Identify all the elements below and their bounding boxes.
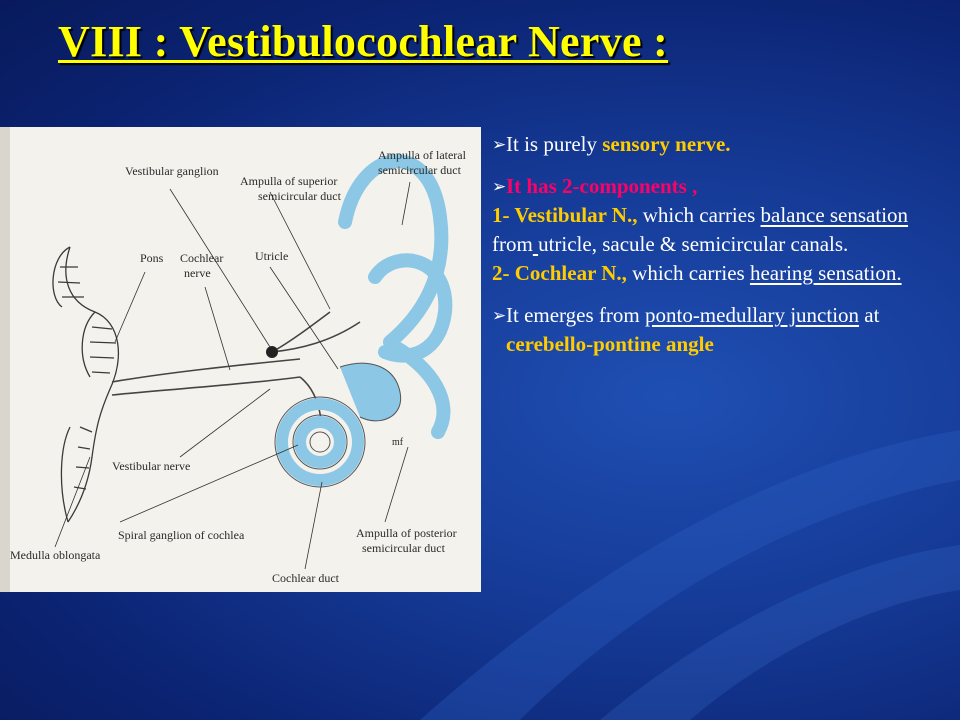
highlight-sensory: sensory nerve.	[602, 132, 730, 156]
scan-edge	[0, 127, 10, 592]
bullet-emerges: ➢It emerges from ponto-medullary junctio…	[492, 301, 952, 359]
arrow-bullet-icon: ➢	[492, 130, 506, 159]
ponto-medullary-junction: ponto-medullary junction	[645, 303, 859, 327]
label-ampulla-superior-2: semicircular duct	[258, 189, 342, 203]
hearing-sensation: hearing sensation.	[750, 261, 902, 285]
slide-title: VIII : Vestibulocochlear Nerve :	[58, 16, 668, 67]
vestibular-end: utricle, sacule & semicircular canals.	[538, 232, 848, 256]
emerges-text: It emerges from	[506, 303, 645, 327]
label-cochlear-duct: Cochlear duct	[272, 571, 340, 585]
arrow-bullet-icon: ➢	[492, 301, 506, 330]
components-heading-line: ➢It has 2-components ,	[492, 172, 952, 201]
bullet-text: It is purely	[506, 132, 602, 156]
vestibular-text: which carries	[637, 203, 760, 227]
label-vestibular-nerve: Vestibular nerve	[112, 459, 190, 473]
bullet-list: ➢It is purely sensory nerve. ➢It has 2-c…	[492, 130, 952, 372]
vestibular-ganglion-dot	[266, 346, 278, 358]
label-cochlear-nerve-2: nerve	[184, 266, 211, 280]
label-spiral-ganglion: Spiral ganglion of cochlea	[118, 528, 245, 542]
cerebello-pontine-angle: cerebello-pontine angle	[506, 332, 714, 356]
label-ampulla-posterior-2: semicircular duct	[362, 541, 446, 555]
cochlear-title: 2- Cochlear N.,	[492, 261, 627, 285]
bullet-components: ➢It has 2-components , 1- Vestibular N.,…	[492, 172, 952, 288]
label-pons: Pons	[140, 251, 164, 265]
emerges-mid: at	[859, 303, 879, 327]
label-ampulla-lateral-2: semicircular duct	[378, 163, 462, 177]
components-heading: It has 2-components ,	[506, 174, 697, 198]
vestibular-from: from	[492, 232, 533, 256]
balance-sensation: balance sensation	[761, 203, 909, 227]
label-mark: mf	[392, 437, 404, 448]
arrow-bullet-icon: ➢	[492, 172, 506, 201]
component-vestibular: 1- Vestibular N., which carries balance …	[492, 201, 952, 259]
label-ampulla-superior-1: Ampulla of superior	[240, 174, 337, 188]
bullet-sensory: ➢It is purely sensory nerve.	[492, 130, 952, 159]
component-cochlear: 2- Cochlear N., which carries hearing se…	[492, 259, 952, 288]
label-ampulla-posterior-1: Ampulla of posterior	[356, 526, 457, 540]
label-cochlear-nerve-1: Cochlear	[180, 251, 223, 265]
label-utricle: Utricle	[255, 249, 288, 263]
ear-anatomy-diagram: Vestibular ganglion Ampulla of superior …	[0, 127, 481, 592]
vestibular-title: 1- Vestibular N.,	[492, 203, 637, 227]
label-medulla: Medulla oblongata	[10, 548, 101, 562]
label-ampulla-lateral-1: Ampulla of lateral	[378, 148, 467, 162]
label-vestibular-ganglion: Vestibular ganglion	[125, 164, 219, 178]
cochlear-text: which carries	[627, 261, 750, 285]
brainstem-drawing	[53, 247, 118, 522]
